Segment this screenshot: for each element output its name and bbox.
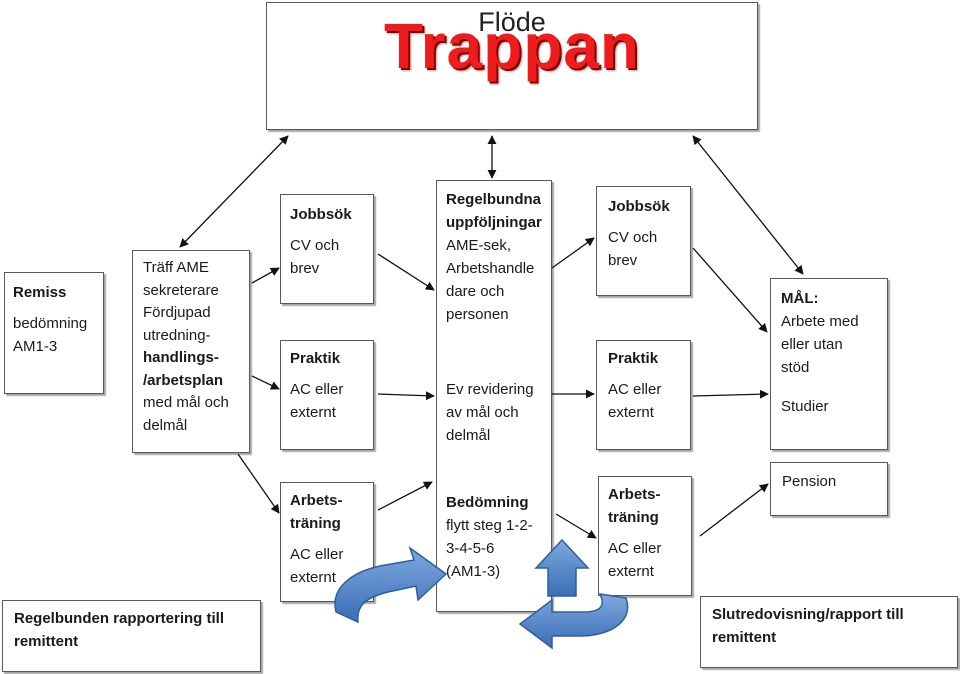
praktik-left-line1: AC eller <box>290 381 344 398</box>
praktik-right-line2: externt <box>608 404 654 421</box>
arbetstraning-right-title1: Arbets- <box>608 486 661 503</box>
center-top-line1: AME-sek, <box>446 237 512 254</box>
arrow-header-right <box>692 135 804 275</box>
arbetstraning-right-line2: externt <box>608 563 654 580</box>
praktik-left-box: Praktik AC eller externt <box>280 340 374 450</box>
footer-left-box: Regelbunden rapportering till remittent <box>2 600 261 672</box>
jobbsok-left-line2: brev <box>290 260 320 277</box>
arbetstraning-left-line1: AC eller <box>290 546 344 563</box>
mal-line2: eller utan <box>781 336 843 353</box>
jobbsok-left-box: Jobbsök CV och brev <box>280 194 374 304</box>
praktik-right-title: Praktik <box>608 350 659 367</box>
arbetstraning-left-line2: externt <box>290 569 336 586</box>
arbetstraning-right-line1: AC eller <box>608 540 662 557</box>
praktik-right-line1: AC eller <box>608 381 662 398</box>
center-box: Regelbundna uppföljningar AME-sek, Arbet… <box>436 180 552 612</box>
center-mid-line3: delmål <box>446 427 491 444</box>
praktik-right-box: Praktik AC eller externt <box>596 340 691 450</box>
center-bottom-line3: (AM1-3) <box>446 563 501 580</box>
mal-line1: Arbete med <box>781 313 859 330</box>
center-top-line2: Arbetshandle <box>446 260 535 277</box>
center-bottom-title: Bedömning <box>446 494 529 511</box>
traff-line5: handlings- <box>143 349 219 366</box>
traff-line2: sekreterare <box>143 281 219 299</box>
jobbsok-right-line1: CV och <box>608 229 658 246</box>
traff-box: Träff AME sekreterare Fördjupad utrednin… <box>132 250 250 453</box>
mal-box: MÅL: Arbete med eller utan stöd Studier <box>770 278 888 450</box>
traff-line6: /arbetsplan <box>143 371 224 389</box>
center-bottom-line1: flytt steg 1-2- <box>446 517 533 534</box>
jobbsok-right-title: Jobbsök <box>608 198 670 215</box>
arbetstraning-right-box: Arbets- träning AC eller externt <box>598 476 692 596</box>
footer-right-box: Slutredovisning/rapport till remittent <box>700 596 958 668</box>
arbetstraning-left-title2: träning <box>290 515 341 532</box>
center-mid-line2: av mål och <box>446 404 519 421</box>
footer-right-line1: Slutredovisning/rapport till <box>712 606 904 623</box>
arrow-arbetstraning-center <box>377 481 433 511</box>
curved-arrow-left <box>334 546 448 624</box>
traff-line7: med mål och <box>143 394 229 411</box>
praktik-left-line2: externt <box>290 404 336 421</box>
header-box: Flöde Trappan <box>266 2 758 130</box>
curved-arrow-right <box>518 538 629 650</box>
mal-title: MÅL: <box>781 290 819 307</box>
center-mid-line1: Ev revidering <box>446 381 534 398</box>
footer-left-line1: Regelbunden rapportering till <box>14 610 225 627</box>
center-bottom-line2: 3-4-5-6 <box>446 540 495 557</box>
traff-line4: utredning- <box>143 326 211 344</box>
arrow-center-jobbsok-right <box>551 237 595 269</box>
arrow-center-arbetstraning-right <box>555 513 597 539</box>
center-top-line3: dare och <box>446 283 505 300</box>
traff-line1: Träff AME <box>143 259 209 276</box>
footer-right-line2: remittent <box>712 629 777 646</box>
pension-box: Pension <box>770 462 888 516</box>
center-top-title1: Regelbundna <box>446 191 542 208</box>
traff-line3: Fördjupad <box>143 304 211 321</box>
jobbsok-left-line1: CV och <box>290 237 340 254</box>
remiss-title: Remiss <box>13 284 67 301</box>
arrow-jobbsok-center <box>377 253 435 291</box>
pension-label: Pension <box>782 473 837 490</box>
center-top-line4: personen <box>446 306 509 323</box>
arrow-traff-praktik <box>251 375 280 390</box>
arrow-traff-jobbsok <box>251 267 280 284</box>
jobbsok-right-box: Jobbsök CV och brev <box>596 186 691 296</box>
arrow-arbetstraning-pension <box>699 483 769 537</box>
center-top-title2: uppföljningar <box>446 214 542 231</box>
arrow-header-left <box>179 135 289 248</box>
footer-left-line2: remittent <box>14 633 79 650</box>
flode-title: Flöde <box>478 7 546 37</box>
remiss-line1: bedömning <box>13 315 88 332</box>
arrow-jobbsok-mal <box>692 247 768 333</box>
arrow-praktik-center <box>377 391 435 401</box>
jobbsok-right-line2: brev <box>608 252 638 269</box>
mal-line4: Studier <box>781 398 829 415</box>
mal-line3: stöd <box>781 359 810 376</box>
remiss-line2: AM1-3 <box>13 338 58 355</box>
arrow-traff-arbetstraning <box>237 453 280 514</box>
praktik-left-title: Praktik <box>290 350 341 367</box>
remiss-box: Remiss bedömning AM1-3 <box>4 272 104 394</box>
arbetstraning-right-title2: träning <box>608 509 659 526</box>
traff-line8: delmål <box>143 416 188 434</box>
arbetstraning-left-title1: Arbets- <box>290 492 343 509</box>
jobbsok-left-title: Jobbsök <box>290 206 352 223</box>
arrow-praktik-mal <box>692 389 769 399</box>
